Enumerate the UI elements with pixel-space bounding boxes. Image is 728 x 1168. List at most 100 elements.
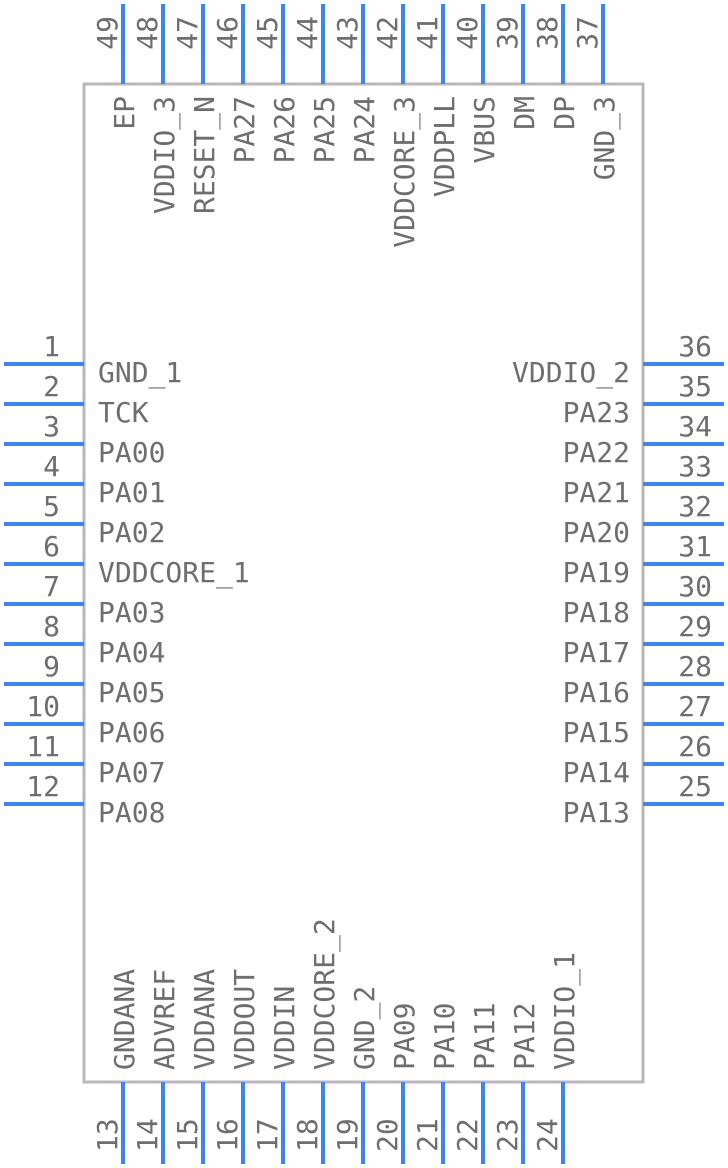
pin-32-pa20-number: 32: [678, 490, 712, 523]
pin-17-vddin-number: 17: [251, 1118, 284, 1152]
pin-30-pa18-label: PA18: [563, 596, 630, 629]
pin-27-pa15-label: PA15: [563, 716, 630, 749]
pin-15-vddana-number: 15: [171, 1118, 204, 1152]
pin-40-vbus-number: 40: [451, 16, 484, 50]
pin-42-vddcore-3-number: 42: [371, 16, 404, 50]
pin-16-vddout-number: 16: [211, 1118, 244, 1152]
pin-13-gndana-number: 13: [91, 1118, 124, 1152]
pin-2-tck-number: 2: [43, 370, 60, 403]
pin-28-pa16-number: 28: [678, 650, 712, 683]
pin-48-vddio-3-number: 48: [131, 16, 164, 50]
pin-31-pa19-number: 31: [678, 530, 712, 563]
pin-32-pa20-label: PA20: [563, 516, 630, 549]
pin-6-vddcore-1-label: VDDCORE_1: [98, 556, 250, 590]
pin-6-vddcore-1-number: 6: [43, 530, 60, 563]
pin-12-pa08-label: PA08: [98, 796, 165, 829]
pin-25-pa13-label: PA13: [563, 796, 630, 829]
pin-20-pa09-number: 20: [371, 1118, 404, 1152]
pin-27-pa15-number: 27: [678, 690, 712, 723]
pin-40-vbus-label: VBUS: [468, 96, 501, 163]
pin-1-gnd-1-number: 1: [43, 330, 60, 363]
pin-38-dp-number: 38: [531, 16, 564, 50]
pin-45-pa26-number: 45: [251, 16, 284, 50]
pin-38-dp-label: DP: [548, 96, 581, 130]
pin-7-pa03-number: 7: [43, 570, 60, 603]
pin-10-pa06-number: 10: [26, 690, 60, 723]
pin-18-vddcore-2-number: 18: [291, 1118, 324, 1152]
pin-5-pa02-label: PA02: [98, 516, 165, 549]
pin-42-vddcore-3-label: VDDCORE_3: [388, 96, 422, 248]
pin-47-reset-n-label: RESET_N: [188, 96, 222, 214]
pin-39-dm-number: 39: [491, 16, 524, 50]
pin-8-pa04-label: PA04: [98, 636, 165, 669]
pin-23-pa12-number: 23: [491, 1118, 524, 1152]
pin-43-pa24-label: PA24: [348, 96, 381, 163]
pin-28-pa16-label: PA16: [563, 676, 630, 709]
pin-49-ep-label: EP: [108, 96, 141, 130]
pin-36-vddio-2-label: VDDIO_2: [512, 356, 630, 390]
pin-34-pa22-number: 34: [678, 410, 712, 443]
pin-47-reset-n-number: 47: [171, 16, 204, 50]
pin-22-pa11-label: PA11: [468, 1003, 501, 1070]
pin-31-pa19-label: PA19: [563, 556, 630, 589]
pin-12-pa08-number: 12: [26, 770, 60, 803]
pin-18-vddcore-2-label: VDDCORE_2: [308, 918, 342, 1070]
pin-16-vddout-label: VDDOUT: [228, 969, 261, 1070]
pin-4-pa01-label: PA01: [98, 476, 165, 509]
pin-41-vddpll-label: VDDPLL: [428, 96, 461, 197]
pin-29-pa17-number: 29: [678, 610, 712, 643]
pin-48-vddio-3-label: VDDIO_3: [148, 96, 182, 214]
pin-19-gnd-2-number: 19: [331, 1118, 364, 1152]
pin-39-dm-label: DM: [508, 96, 541, 130]
pin-33-pa21-number: 33: [678, 450, 712, 483]
pin-21-pa10-number: 21: [411, 1118, 444, 1152]
pin-17-vddin-label: VDDIN: [268, 986, 301, 1070]
pin-3-pa00-label: PA00: [98, 436, 165, 469]
pin-33-pa21-label: PA21: [563, 476, 630, 509]
pin-44-pa25-number: 44: [291, 16, 324, 50]
pin-37-gnd-3-number: 37: [571, 16, 604, 50]
pin-10-pa06-label: PA06: [98, 716, 165, 749]
pin-26-pa14-label: PA14: [563, 756, 630, 789]
pin-15-vddana-label: VDDANA: [188, 969, 221, 1070]
pin-14-advref-label: ADVREF: [148, 969, 181, 1070]
pin-9-pa05-label: PA05: [98, 676, 165, 709]
pin-37-gnd-3-label: GND_3: [588, 96, 622, 180]
pin-41-vddpll-number: 41: [411, 16, 444, 50]
pin-36-vddio-2-number: 36: [678, 330, 712, 363]
pin-11-pa07-label: PA07: [98, 756, 165, 789]
pin-4-pa01-number: 4: [43, 450, 60, 483]
pin-46-pa27-label: PA27: [228, 96, 261, 163]
pin-46-pa27-number: 46: [211, 16, 244, 50]
pin-11-pa07-number: 11: [26, 730, 60, 763]
pin-25-pa13-number: 25: [678, 770, 712, 803]
pin-24-vddio-1-label: VDDIO_1: [548, 952, 582, 1070]
pin-2-tck-label: TCK: [98, 396, 149, 429]
pin-8-pa04-number: 8: [43, 610, 60, 643]
pin-24-vddio-1-number: 24: [531, 1118, 564, 1152]
pin-13-gndana-label: GNDANA: [108, 969, 141, 1070]
pin-3-pa00-number: 3: [43, 410, 60, 443]
pin-26-pa14-number: 26: [678, 730, 712, 763]
pin-9-pa05-number: 9: [43, 650, 60, 683]
pin-29-pa17-label: PA17: [563, 636, 630, 669]
pin-34-pa22-label: PA22: [563, 436, 630, 469]
pin-21-pa10-label: PA10: [428, 1003, 461, 1070]
pin-5-pa02-number: 5: [43, 490, 60, 523]
pin-43-pa24-number: 43: [331, 16, 364, 50]
pin-35-pa23-number: 35: [678, 370, 712, 403]
pin-1-gnd-1-label: GND_1: [98, 356, 182, 390]
pin-20-pa09-label: PA09: [388, 1003, 421, 1070]
pin-44-pa25-label: PA25: [308, 96, 341, 163]
pin-35-pa23-label: PA23: [563, 396, 630, 429]
pin-49-ep-number: 49: [91, 16, 124, 50]
pin-22-pa11-number: 22: [451, 1118, 484, 1152]
pin-30-pa18-number: 30: [678, 570, 712, 603]
pin-14-advref-number: 14: [131, 1118, 164, 1152]
pin-19-gnd-2-label: GND_2: [348, 986, 382, 1070]
pin-7-pa03-label: PA03: [98, 596, 165, 629]
pin-23-pa12-label: PA12: [508, 1003, 541, 1070]
pin-45-pa26-label: PA26: [268, 96, 301, 163]
